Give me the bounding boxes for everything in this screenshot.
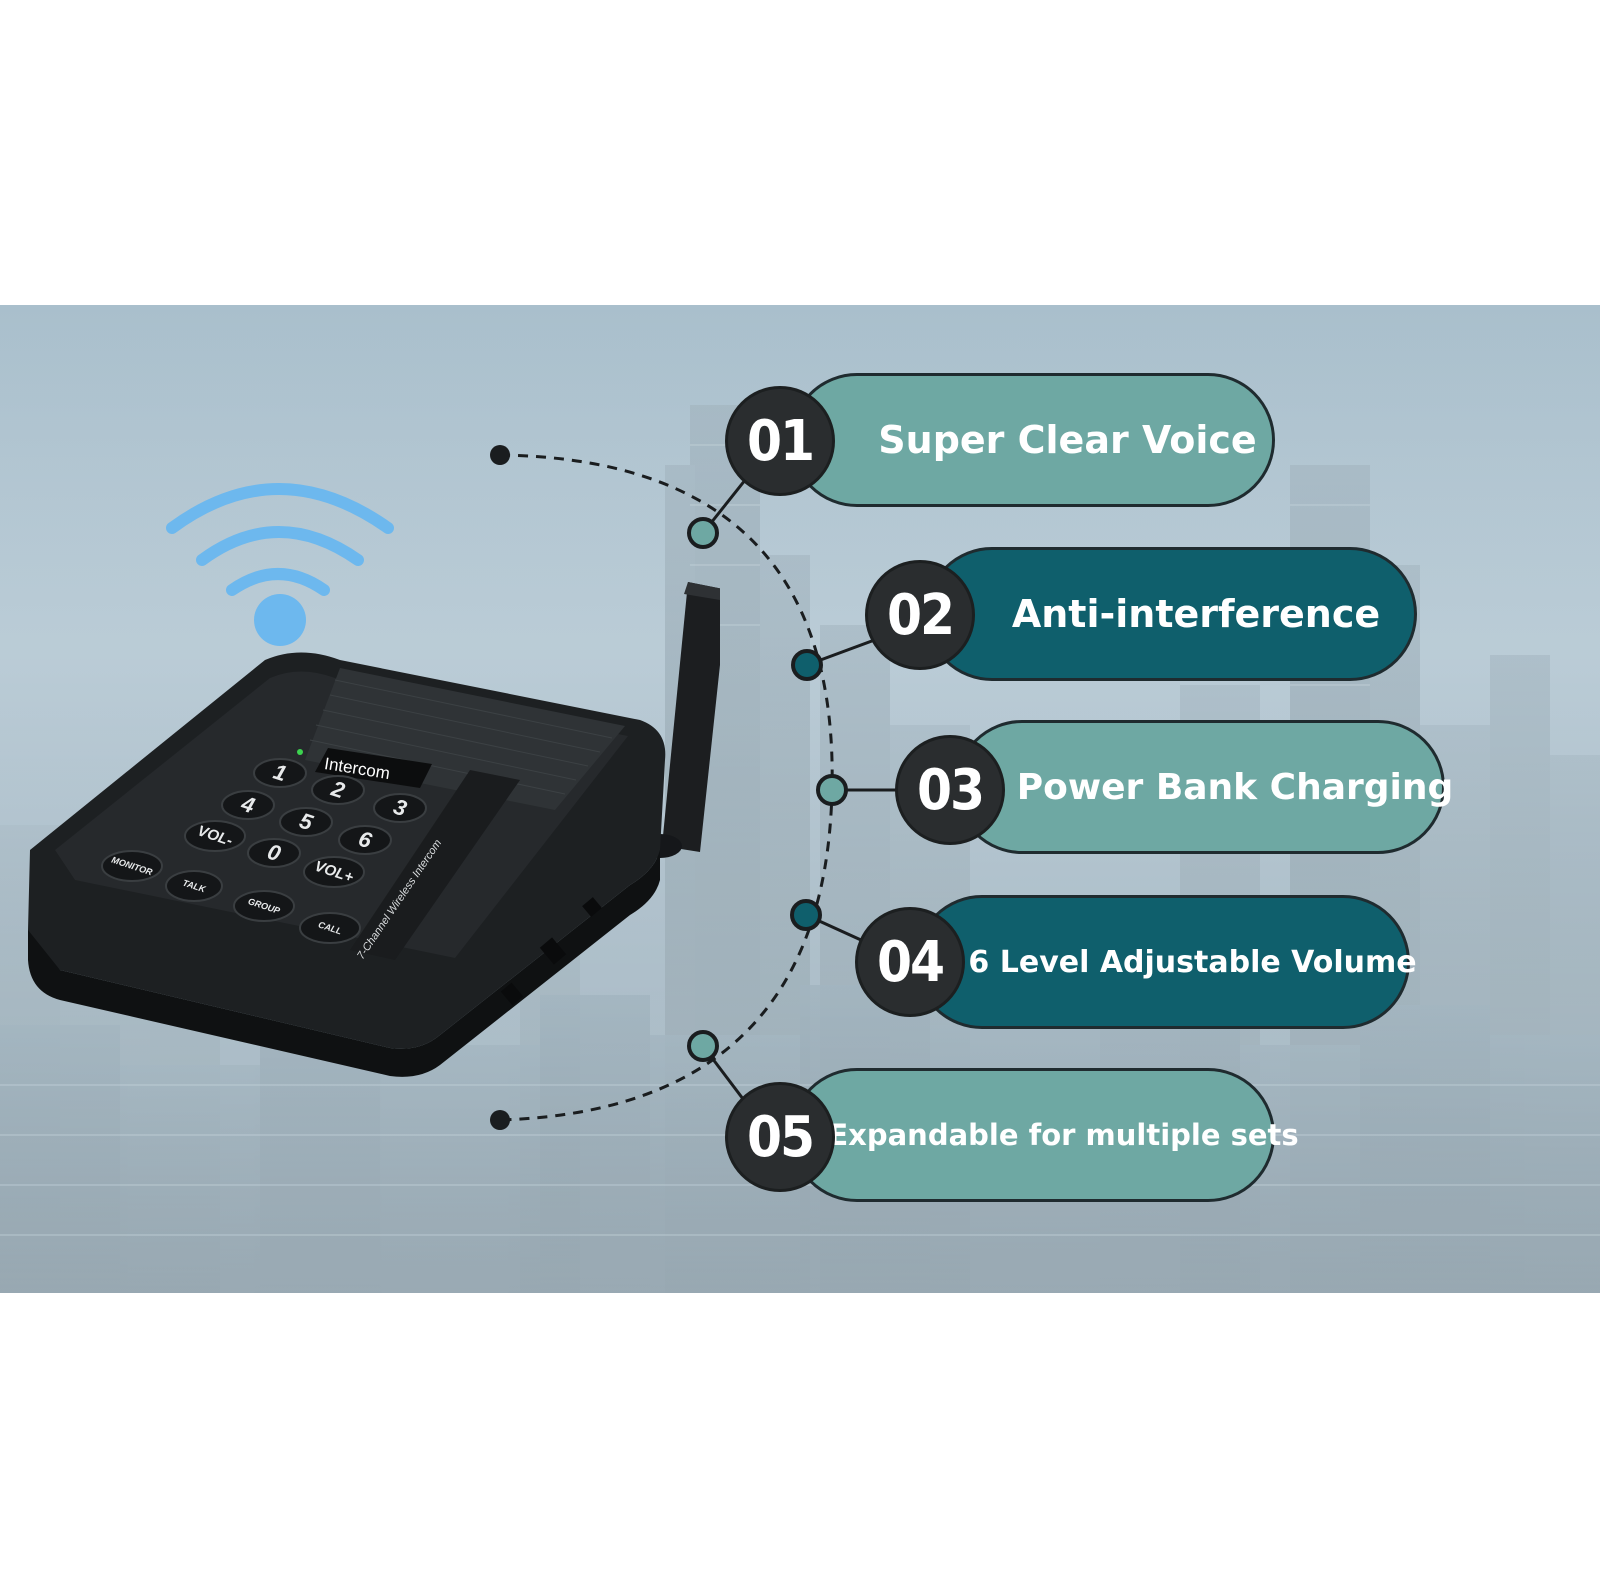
feature-pill-02: Anti-interference bbox=[925, 547, 1417, 681]
arc-endpoint-top bbox=[490, 445, 510, 465]
connector-node-02 bbox=[791, 649, 823, 681]
intercom-device bbox=[28, 582, 720, 1077]
feature-label-05: Expandable for multiple sets bbox=[828, 1118, 1299, 1152]
wifi-icon bbox=[166, 483, 394, 646]
feature-pill-01: Super Clear Voice bbox=[790, 373, 1275, 507]
feature-badge-04: 04 bbox=[858, 910, 962, 1014]
feature-label-02: Anti-interference bbox=[1011, 592, 1381, 636]
feature-badge-03: 03 bbox=[898, 738, 1002, 842]
feature-badge-02: 02 bbox=[868, 563, 972, 667]
arc-endpoint-bottom bbox=[490, 1110, 510, 1130]
connector-node-01 bbox=[687, 517, 719, 549]
connector-node-05 bbox=[687, 1030, 719, 1062]
connector-node-04 bbox=[790, 899, 822, 931]
feature-pill-03: Power Bank Charging bbox=[955, 720, 1453, 854]
connector-node-03 bbox=[816, 774, 848, 806]
feature-pill-05: Expandable for multiple sets bbox=[790, 1068, 1299, 1202]
feature-label-01: Super Clear Voice bbox=[878, 418, 1257, 462]
feature-pill-04: 6 Level Adjustable Volume bbox=[915, 895, 1417, 1029]
feature-badge-01: 01 bbox=[728, 389, 832, 493]
feature-badge-05: 05 bbox=[728, 1085, 832, 1189]
feature-label-03: Power Bank Charging bbox=[1016, 766, 1454, 808]
feature-label-04: 6 Level Adjustable Volume bbox=[968, 944, 1417, 980]
